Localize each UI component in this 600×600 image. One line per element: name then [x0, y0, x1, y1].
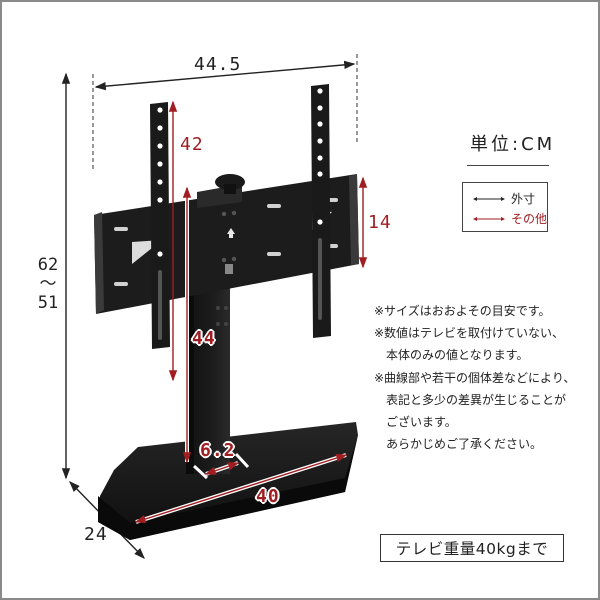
base-width-label: 40	[256, 486, 280, 507]
note-line: ※数値はテレビを取付けていない、	[374, 326, 565, 341]
unit-label: 単位:CM	[470, 134, 556, 155]
depth-label: 24	[84, 524, 108, 545]
notes-block: ※サイズはおおよその目安です。 ※数値はテレビを取付けていない、 本体のみの値と…	[374, 300, 575, 455]
note-line: 本体のみの値となります。	[386, 348, 529, 363]
height-max: 62	[37, 255, 59, 275]
note-line: ※サイズはおおよその目安です。	[374, 304, 551, 318]
legend-item-outer: 外寸	[473, 190, 535, 207]
legend-item-other: その他	[473, 210, 547, 227]
unit-divider	[467, 165, 549, 166]
width-extension-lines	[92, 54, 358, 170]
weight-capacity-badge: テレビ重量40kgまで	[380, 534, 564, 562]
pole-height-label: 44	[192, 328, 216, 349]
note-line: 表記と多少の差異が生じることが	[386, 392, 567, 407]
overall-width-label: 44.5	[194, 54, 242, 75]
red-arrow-icon	[473, 216, 505, 221]
note-line: あらかじめご了承ください。	[386, 437, 543, 452]
black-arrow-icon	[473, 196, 505, 201]
bracket-height-label: 42	[180, 134, 204, 155]
legend-box: 外寸 その他	[462, 182, 548, 232]
width-arrow	[94, 60, 356, 91]
pole-width-label: 6.2	[200, 440, 236, 461]
crossbar-height-label: 14	[368, 212, 392, 233]
left-vertical-rail	[150, 102, 170, 349]
note-line: ございます。	[386, 415, 457, 430]
right-vertical-rail	[311, 84, 331, 338]
height-range-label: 62 ～ 51	[35, 256, 61, 313]
legend-label-other: その他	[511, 212, 548, 226]
height-min: 51	[37, 293, 59, 313]
note-line: ※曲線部や若干の個体差などにより、	[374, 370, 576, 385]
height-separator: ～	[39, 274, 57, 294]
base-width-arrow	[134, 453, 348, 524]
tilt-knob	[215, 174, 245, 190]
legend-label-outer: 外寸	[511, 192, 536, 206]
